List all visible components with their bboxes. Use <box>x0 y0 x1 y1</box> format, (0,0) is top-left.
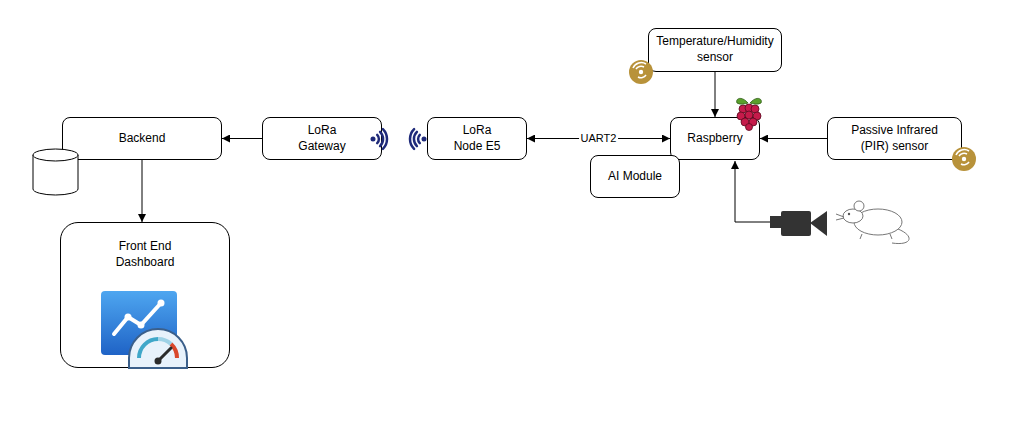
process-box: LoRa Gateway <box>262 117 382 160</box>
arrow-connector <box>142 160 143 222</box>
node-label: Passive Infrared (PIR) sensor <box>839 123 951 154</box>
process-box: Front End Dashboard <box>60 222 230 368</box>
node-label: LoRa Gateway <box>287 123 357 154</box>
rat-illustration <box>836 201 909 244</box>
arrow-connector <box>715 72 716 117</box>
process-box: LoRa Node E5 <box>427 117 527 160</box>
camera-wire <box>735 161 770 222</box>
database-symbol <box>33 149 78 195</box>
process-box: Backend <box>62 117 222 160</box>
edge-label: UART2 <box>579 132 619 145</box>
sensor-icon <box>952 147 976 171</box>
raspberry-logo <box>737 98 762 130</box>
dashboard-icon <box>101 291 187 368</box>
sensor-icon <box>629 60 653 84</box>
process-box: Passive Infrared (PIR) sensor <box>827 117 962 160</box>
node-label: Front End Dashboard <box>100 239 190 270</box>
process-box: AI Module <box>590 155 680 198</box>
arrow-connector <box>527 138 670 139</box>
node-label: LoRa Node E5 <box>447 123 507 154</box>
node-label: Backend <box>119 131 166 147</box>
camera-symbol <box>770 211 827 236</box>
wireless-symbol <box>410 129 427 149</box>
wireless-symbol <box>371 129 388 149</box>
node-label: Raspberry <box>687 131 742 147</box>
process-box: Raspberry <box>670 117 760 160</box>
arrow-connector <box>222 138 262 139</box>
node-label: AI Module <box>608 169 662 185</box>
arrow-connector <box>760 138 827 139</box>
process-box: Temperature/Humidity sensor <box>648 28 782 72</box>
node-label: Temperature/Humidity sensor <box>649 34 781 65</box>
